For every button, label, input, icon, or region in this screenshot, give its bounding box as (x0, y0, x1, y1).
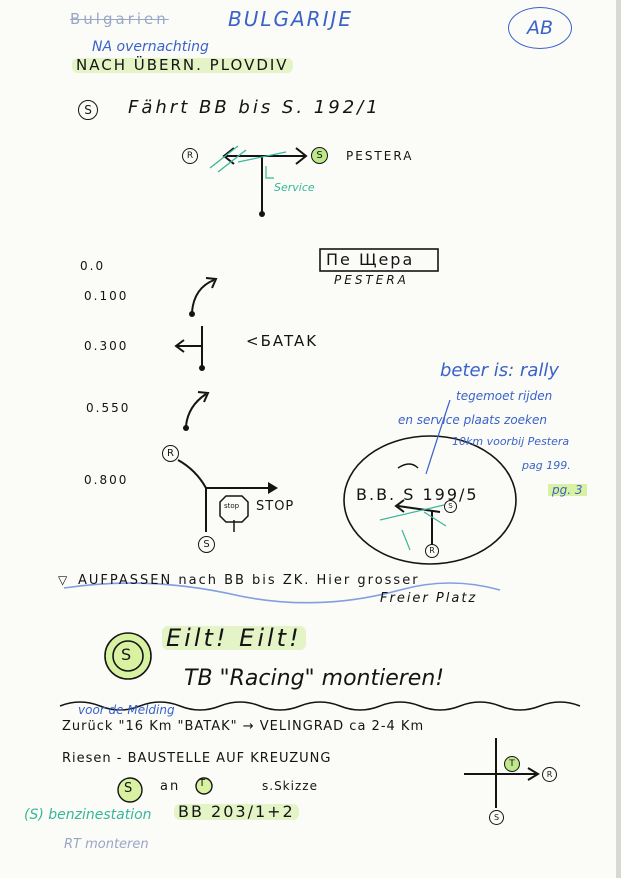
ab-badge: AB (508, 7, 572, 49)
distance-100: 0.100 (84, 289, 129, 303)
road-sign-frame (319, 248, 439, 272)
destination-label: PESTERA (346, 149, 414, 163)
sketch2-t-marker: T (504, 756, 520, 772)
inset-label: B.B. S 199/5 (356, 485, 479, 504)
curve-right-arrow (191, 279, 215, 313)
road-sign-cyrillic: Пе Щера (326, 250, 415, 269)
inset-r-marker: R (425, 544, 439, 558)
distance-300: 0.300 (84, 339, 129, 353)
s-at-t-note: s.Skizze (262, 779, 318, 793)
rt-note: RT monteren (64, 837, 149, 852)
sketch2-s-marker: S (489, 810, 504, 825)
crossed-out-word: Bulgarien (70, 10, 169, 28)
warning-line2: Freier Platz (380, 591, 478, 606)
service-station-note: (S) benzinestation (24, 807, 152, 823)
inset-ellipse (343, 435, 517, 565)
warning-wave (63, 582, 501, 604)
instruction-text: Fährt BB bis S. 192/1 (128, 97, 381, 118)
rally-note-line5: pag 199. (522, 459, 571, 472)
distance-0: 0.0 (80, 259, 106, 273)
s-at-t-s-marker: S (124, 781, 133, 796)
urgent-text: Eilt! Eilt! (162, 626, 306, 650)
urgent-s-marker: S (121, 645, 132, 664)
page-ref: pg. 3 (548, 484, 587, 496)
overnight-note: NA overnachting (92, 39, 209, 55)
s-at-t-middle: an (160, 779, 181, 794)
stop-label: STOP (256, 499, 295, 514)
s-marker-junction: S (198, 536, 215, 553)
rally-note-line1: beter is: rally (440, 360, 560, 381)
route-back-note: voor de Melding (78, 703, 175, 717)
country-title: BULGARIJE (228, 7, 354, 31)
junction-1-diagram (209, 145, 308, 217)
s-circle-marker: S (78, 100, 98, 120)
stop-sign-text: stop (224, 502, 240, 510)
batak-sign: <БATAK (246, 332, 319, 350)
distance-550: 0.550 (86, 401, 131, 415)
distance-800: 0.800 (84, 473, 129, 487)
inset-s-marker: S (444, 500, 457, 513)
warning-icon: ▽ (58, 573, 68, 587)
after-overnight-line: NACH ÜBERN. PLOVDIV (72, 58, 293, 73)
wavy-separator (59, 701, 581, 711)
service-note: Service (274, 181, 315, 194)
sketch2-r-marker: R (542, 767, 557, 782)
page-edge (616, 0, 621, 878)
warning-line1: AUFPASSEN nach BB bis ZK. Hier grosser (78, 573, 420, 588)
s-at-t-t-marker: T (199, 778, 206, 789)
r-marker-junction: R (162, 445, 179, 462)
bb-reference: BB 203/1+2 (174, 804, 299, 820)
r-circle-marker: R (182, 148, 198, 164)
rally-note-line4: 10km voorbij Pestera (452, 435, 570, 448)
rally-note-line2: tegemoet rijden (456, 389, 553, 403)
route-back-text: Zurück "16 Km "BATAK" → VELINGRAD ca 2-4… (62, 719, 425, 734)
racing-line: TB "Racing" montieren! (184, 666, 445, 691)
road-sign-latin: PESTERA (334, 273, 409, 287)
rally-note-line3: en service plaats zoeken (398, 413, 547, 427)
s-end-marker: S (311, 147, 328, 164)
construction-line: Riesen - BAUSTELLE AUF KREUZUNG (62, 751, 332, 766)
